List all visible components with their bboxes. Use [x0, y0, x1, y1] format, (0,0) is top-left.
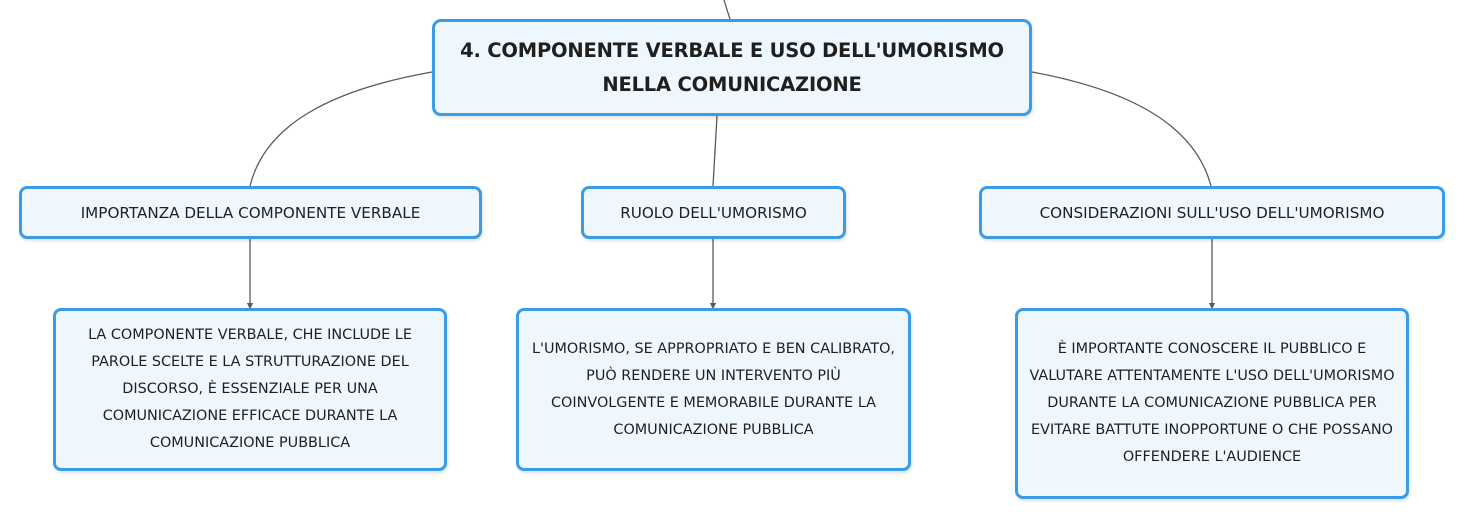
topic-node-importanza[interactable]: IMPORTANZA DELLA COMPONENTE VERBALE [19, 186, 482, 239]
parent-connector [723, 0, 731, 20]
detail-text: L'UMORISMO, SE APPROPRIATO E BEN CALIBRA… [531, 340, 896, 438]
topic-label: IMPORTANZA DELLA COMPONENTE VERBALE [80, 203, 421, 222]
detail-node-considerazioni[interactable]: È IMPORTANTE CONOSCERE IL PUBBLICO E VAL… [1015, 308, 1409, 499]
central-topic-node[interactable]: 4. COMPONENTE VERBALE E USO DELL'UMORISM… [432, 19, 1032, 116]
connector-central-to-topic-2 [712, 115, 718, 187]
central-topic-title: 4. COMPONENTE VERBALE E USO DELL'UMORISM… [460, 38, 1004, 96]
topic-node-considerazioni[interactable]: CONSIDERAZIONI SULL'USO DELL'UMORISMO [979, 186, 1445, 239]
detail-node-ruolo[interactable]: L'UMORISMO, SE APPROPRIATO E BEN CALIBRA… [516, 308, 911, 471]
topic-node-ruolo[interactable]: RUOLO DELL'UMORISMO [581, 186, 846, 239]
connector-central-to-topic-1 [249, 71, 433, 187]
detail-text: È IMPORTANTE CONOSCERE IL PUBBLICO E VAL… [1029, 341, 1395, 465]
topic-label: CONSIDERAZIONI SULL'USO DELL'UMORISMO [1039, 203, 1385, 222]
detail-node-importanza[interactable]: LA COMPONENTE VERBALE, CHE INCLUDE LE PA… [53, 308, 447, 471]
detail-text: LA COMPONENTE VERBALE, CHE INCLUDE LE PA… [88, 327, 412, 451]
connector-central-to-topic-3 [1031, 71, 1212, 187]
topic-label: RUOLO DELL'UMORISMO [620, 203, 807, 222]
